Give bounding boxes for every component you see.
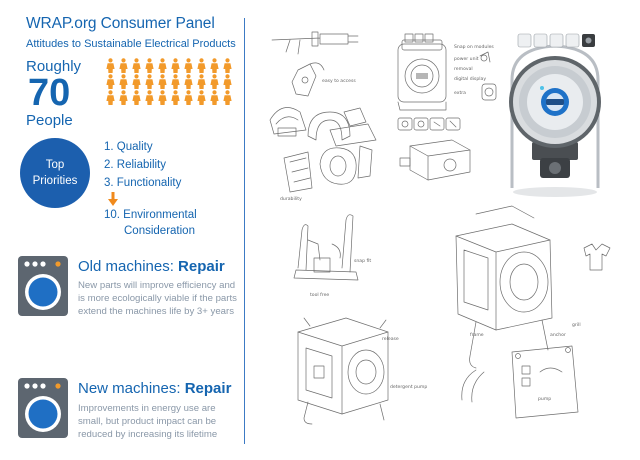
- section-divider: [244, 18, 245, 444]
- priority-item: 2. Reliability: [104, 159, 166, 171]
- person-icon: [132, 58, 141, 73]
- person-icon: [145, 58, 154, 73]
- note-text: pump: [538, 397, 551, 402]
- person-icon: [106, 74, 115, 89]
- sketch-capsule: [319, 147, 357, 185]
- note-text: removal: [454, 66, 473, 72]
- note-text: snap fit: [354, 258, 371, 264]
- person-icon: [158, 58, 167, 73]
- arrow-down-icon: [108, 192, 118, 206]
- person-icon: [158, 90, 167, 105]
- note-text: release: [382, 336, 399, 342]
- new-machines-heading-prefix: New machines:: [78, 380, 185, 397]
- person-icon: [197, 74, 206, 89]
- people-label: People: [26, 112, 73, 129]
- person-icon: [210, 74, 219, 89]
- panel-title: WRAP.org Consumer Panel: [26, 15, 215, 32]
- person-icon: [106, 90, 115, 105]
- person-icon: [132, 74, 141, 89]
- sketch-tool: [271, 31, 359, 55]
- note-text: easy to access: [322, 78, 356, 84]
- note-text: grill: [572, 322, 581, 328]
- people-icon-grid: [104, 58, 240, 106]
- priority-item: 1. Quality: [104, 141, 153, 153]
- sketch-bracket: [291, 62, 325, 97]
- sketch-arch: [307, 111, 351, 141]
- note-text: detergent pump: [390, 384, 427, 390]
- washing-machine-icon: [18, 378, 68, 438]
- sketch-canvas: Snap on modules power unit removal digit…: [269, 31, 611, 425]
- person-icon: [210, 90, 219, 105]
- sketch-shirt: [583, 243, 611, 271]
- people-count: 70: [28, 72, 71, 114]
- priorities-circle-line1: Top: [45, 159, 65, 171]
- person-icon: [223, 90, 232, 105]
- person-icon: [171, 74, 180, 89]
- washing-machine-icon: [18, 256, 68, 316]
- sketch-large-machine: [455, 205, 553, 369]
- person-icon: [210, 58, 219, 73]
- person-icon: [184, 74, 193, 89]
- sketch-clip: [357, 145, 373, 179]
- priority-last-line2: Consideration: [124, 225, 195, 237]
- sketch-pipe: [461, 369, 485, 403]
- person-icon: [223, 74, 232, 89]
- person-icon: [184, 58, 193, 73]
- sketch-seal: [269, 107, 307, 137]
- person-icon: [171, 90, 180, 105]
- design-sketches: Snap on modules power unit removal digit…: [250, 0, 640, 460]
- old-machines-heading-emphasis: Repair: [178, 258, 225, 275]
- sketch-frame: [293, 214, 359, 281]
- person-icon: [132, 90, 141, 105]
- person-icon: [106, 58, 115, 73]
- sketch-module-strip: [397, 117, 461, 131]
- new-machines-body: Improvements in energy use are small, bu…: [78, 403, 218, 440]
- sketch-panel: [511, 345, 579, 419]
- note-text: tool free: [310, 292, 329, 298]
- person-icon: [119, 90, 128, 105]
- sketch-module-block: [399, 139, 471, 181]
- note-text: extra: [454, 90, 466, 96]
- note-text: frame: [470, 332, 484, 338]
- note-text: durability: [280, 196, 302, 202]
- sketch-knobs: [479, 51, 497, 101]
- note-text: Snap on modules: [454, 44, 494, 50]
- person-icon: [197, 58, 206, 73]
- person-icon: [158, 74, 167, 89]
- sketch-detailed-machine: [297, 317, 389, 425]
- person-icon: [145, 74, 154, 89]
- new-machines-heading: New machines: Repair: [78, 380, 231, 397]
- machine-render: [509, 33, 601, 197]
- new-machines-heading-emphasis: Repair: [184, 380, 232, 397]
- person-icon: [197, 90, 206, 105]
- person-icon: [145, 90, 154, 105]
- person-icon: [223, 58, 232, 73]
- note-text: anchor: [550, 332, 566, 338]
- sketch-modular-machine: [397, 33, 447, 111]
- infographic-panel: WRAP.org Consumer Panel Attitudes to Sus…: [0, 0, 244, 460]
- old-machines-heading-prefix: Old machines:: [78, 258, 179, 275]
- priority-item: 3. Functionality: [104, 177, 182, 189]
- priorities-circle-line2: Priorities: [32, 175, 78, 187]
- sketch-annotations: Snap on modules power unit removal digit…: [280, 44, 581, 402]
- roughly-label: Roughly: [26, 58, 82, 75]
- note-text: digital display: [454, 76, 486, 82]
- old-machines-heading: Old machines: Repair: [78, 258, 225, 275]
- priority-last-line1: 10. Environmental: [104, 209, 197, 221]
- priority-last: 10. Environmental Consideration: [104, 207, 197, 239]
- person-icon: [171, 58, 180, 73]
- panel-subtitle: Attitudes to Sustainable Electrical Prod…: [26, 38, 236, 50]
- sketch-filter: [283, 151, 313, 193]
- note-text: power unit: [454, 56, 479, 62]
- priorities-list: 1. Quality 2. Reliability 3. Functionali…: [104, 138, 181, 192]
- old-machines-body: New parts will improve efficiency and is…: [78, 280, 237, 317]
- person-icon: [119, 74, 128, 89]
- sketch-base: [329, 107, 377, 147]
- person-icon: [184, 90, 193, 105]
- person-icon: [119, 58, 128, 73]
